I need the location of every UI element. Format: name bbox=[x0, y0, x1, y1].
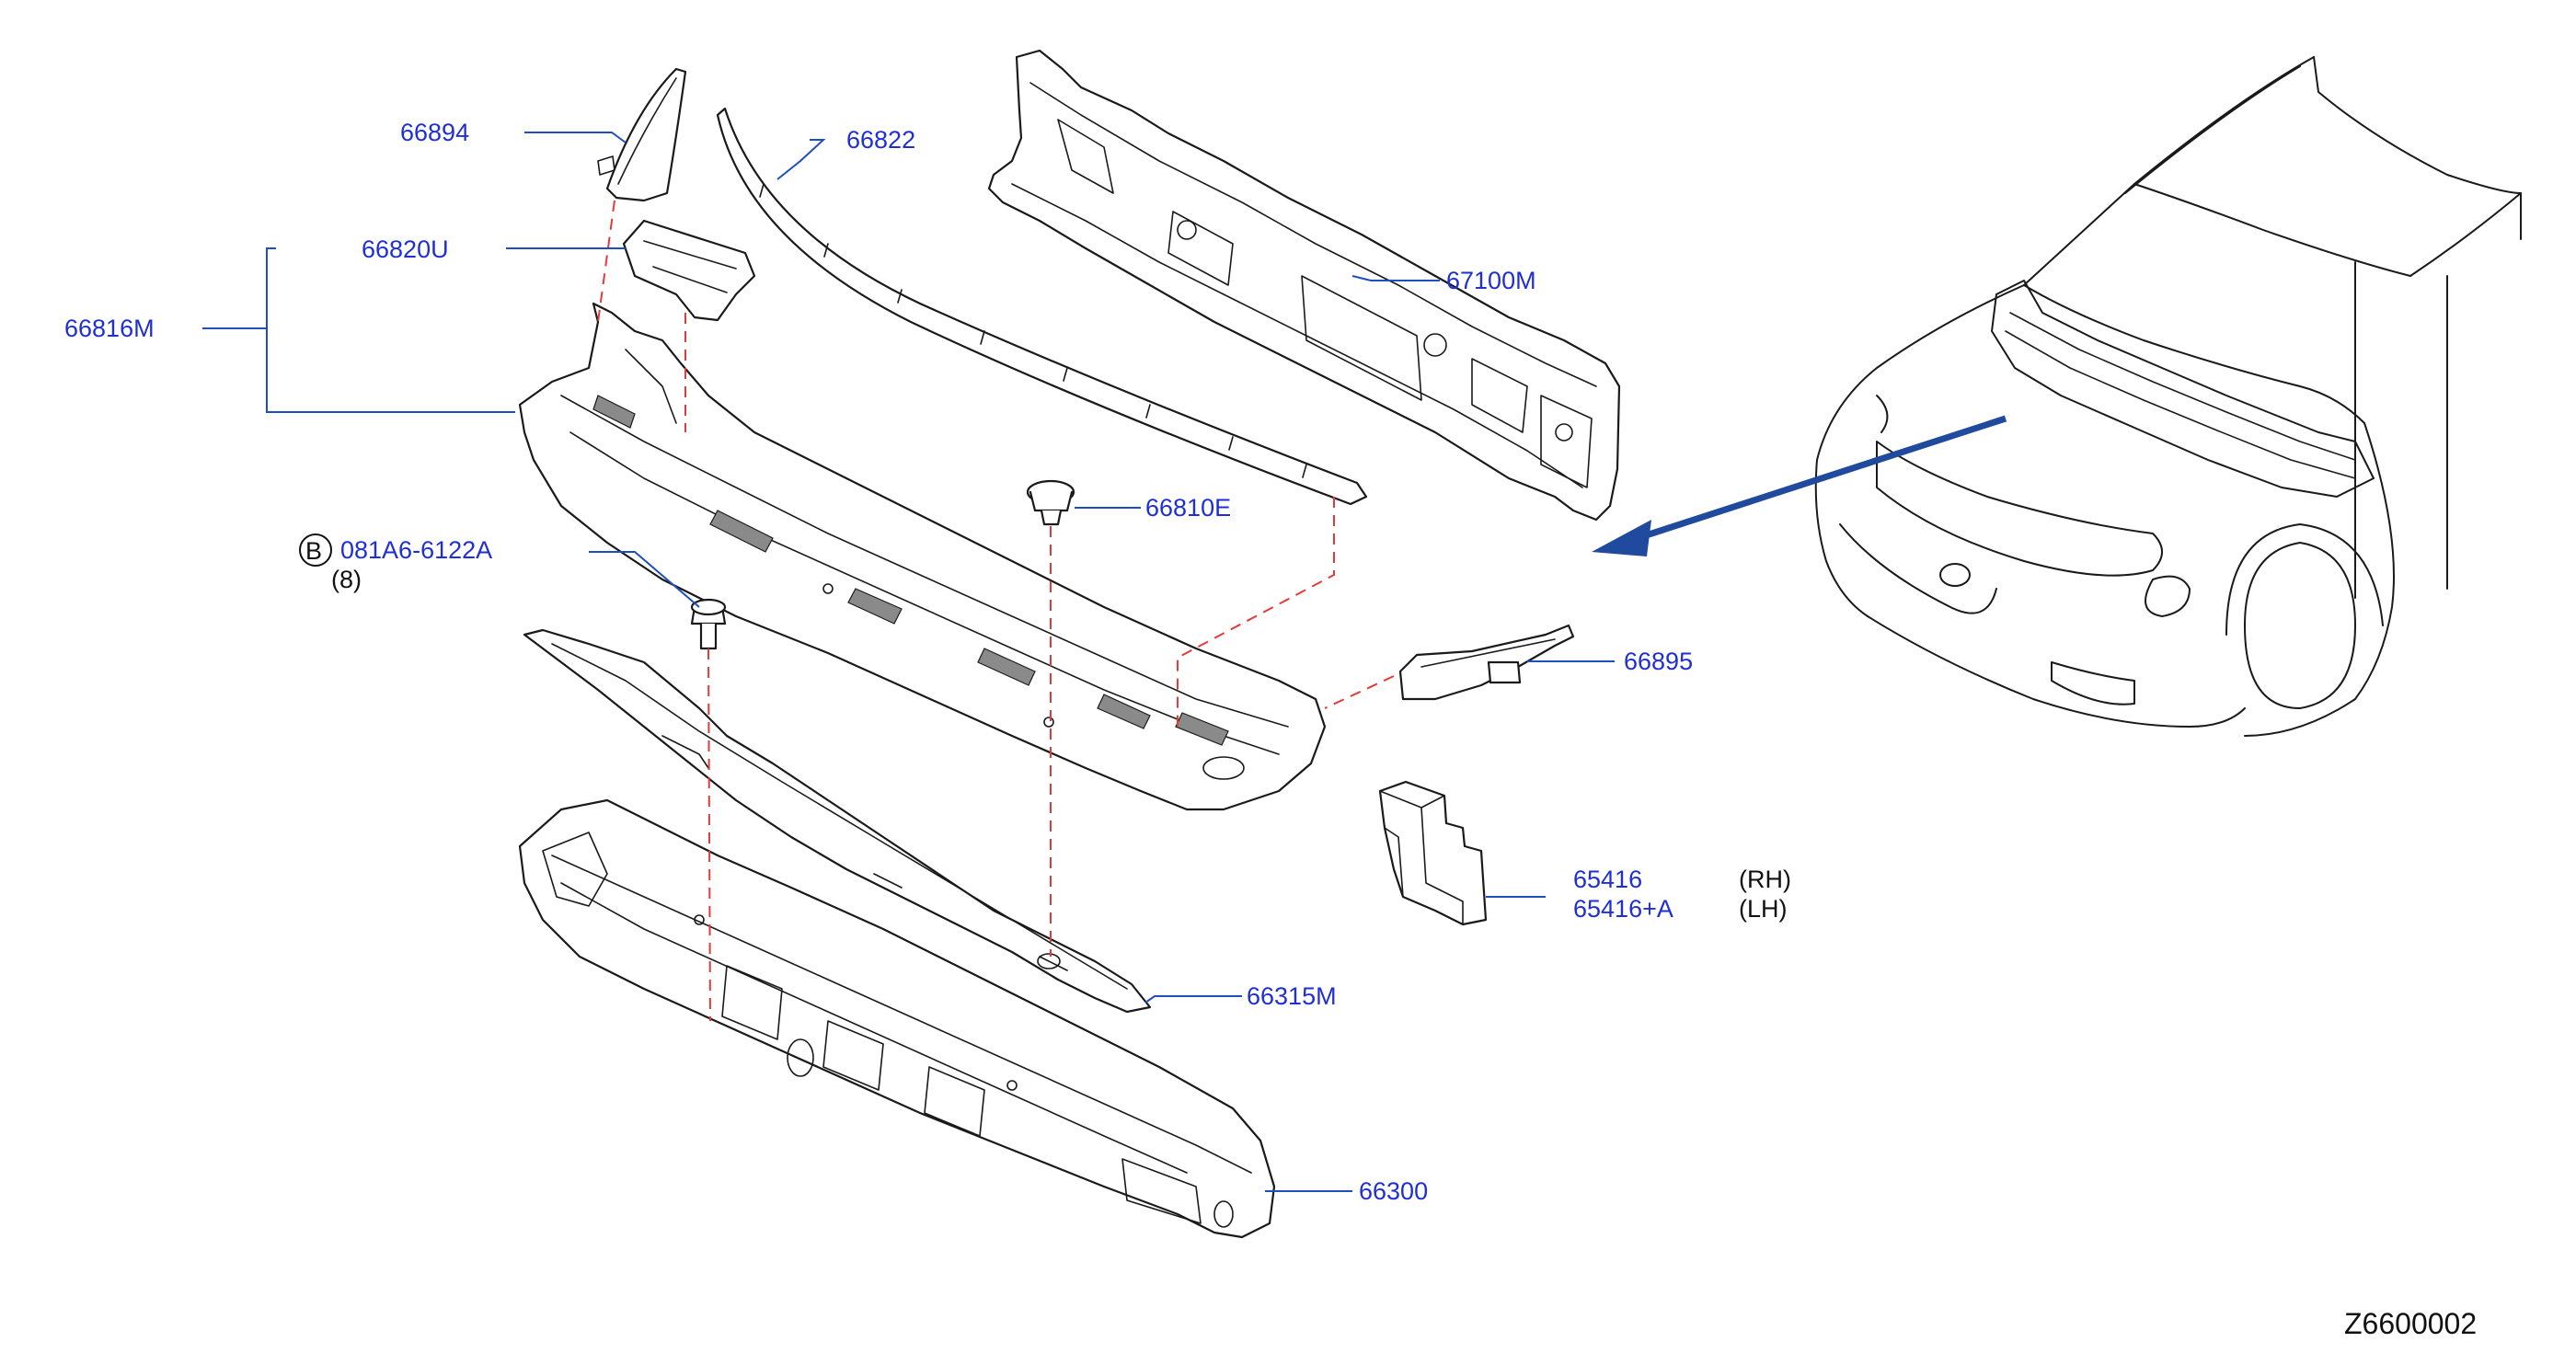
part-66300-shape bbox=[518, 798, 1276, 1239]
part-081A6-6122A-shape bbox=[690, 598, 727, 650]
label-67100M: 67100M bbox=[1446, 267, 1536, 294]
part-66816M-shape bbox=[518, 302, 1327, 811]
label-66315M: 66315M bbox=[1247, 982, 1337, 1010]
bolt-marker-b: B bbox=[299, 533, 332, 567]
part-66315M-shape bbox=[523, 628, 1152, 1014]
part-66895-shape bbox=[1398, 624, 1575, 701]
part-66810E-shape bbox=[1026, 479, 1075, 526]
car-illustration bbox=[1814, 56, 2522, 737]
label-66816M: 66816M bbox=[64, 315, 155, 342]
part-66894-shape bbox=[597, 67, 687, 202]
bolt-marker-letter: B bbox=[305, 537, 322, 565]
label-66895: 66895 bbox=[1624, 648, 1693, 675]
part-65416-shape bbox=[1378, 780, 1488, 926]
part-67100M-shape bbox=[987, 49, 1621, 522]
label-rh: (RH) bbox=[1739, 866, 1791, 893]
diagram-code: Z6600002 bbox=[2344, 1307, 2477, 1340]
pointer-arrow bbox=[1592, 415, 2007, 556]
label-65416: 65416 bbox=[1573, 866, 1642, 893]
label-66810E: 66810E bbox=[1145, 494, 1231, 522]
leader-lines bbox=[202, 132, 1615, 1192]
label-bolt-qty: (8) bbox=[331, 566, 362, 593]
label-66300: 66300 bbox=[1359, 1177, 1428, 1205]
part-66822-shape bbox=[716, 107, 1368, 506]
label-lh: (LH) bbox=[1739, 895, 1788, 923]
label-081A6-6122A: 081A6-6122A bbox=[340, 536, 492, 564]
label-66894: 66894 bbox=[400, 119, 469, 146]
guide-lines bbox=[597, 200, 1395, 1022]
label-66822: 66822 bbox=[846, 126, 915, 154]
part-66820U-shape bbox=[622, 219, 756, 322]
label-65416A: 65416+A bbox=[1573, 895, 1673, 923]
label-66820U: 66820U bbox=[362, 235, 449, 263]
